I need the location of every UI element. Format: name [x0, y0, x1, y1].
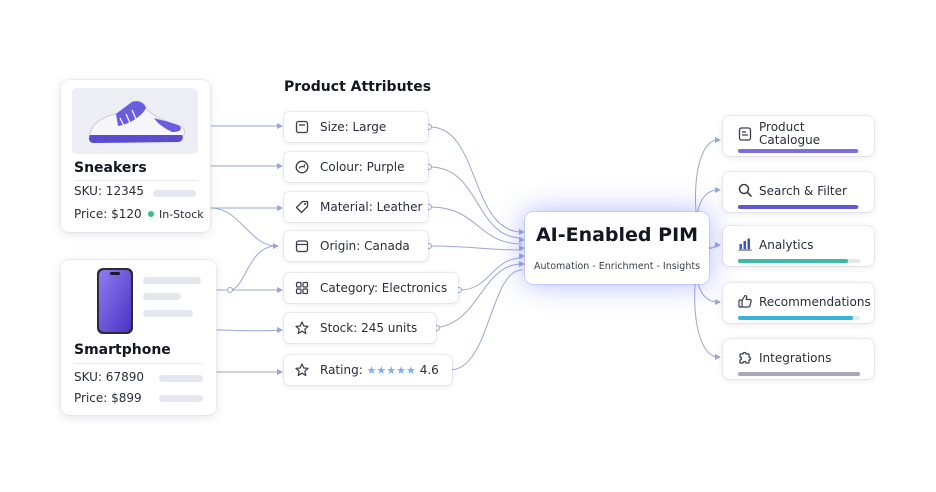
product-price: Price: $899 [74, 391, 142, 405]
bar-chart-icon [738, 238, 752, 251]
puzzle-icon [739, 351, 752, 364]
progress-track [738, 372, 860, 376]
rating-label: Rating: [320, 363, 363, 377]
attribute-stock[interactable]: Stock: 245 units [284, 313, 436, 343]
attribute-origin[interactable]: Origin: Canada [284, 231, 428, 261]
tag-icon [295, 200, 309, 214]
progress-track [738, 149, 860, 153]
attribute-label: Rating: ★★★★★ 4.6 [320, 363, 439, 377]
progress-track [738, 316, 860, 320]
placeholder-bar [143, 310, 193, 317]
attribute-size[interactable]: Size: Large [284, 112, 428, 142]
placeholder-bar [143, 277, 201, 284]
placeholder-bar [153, 190, 196, 197]
output-label: Analytics [759, 238, 814, 252]
product-sku: SKU: 67890 [74, 370, 144, 384]
progress-fill [738, 372, 860, 376]
progress-fill [738, 259, 848, 263]
placeholder-bar [143, 293, 181, 300]
calendar-icon [295, 240, 309, 253]
product-price: Price: $120 [74, 207, 142, 221]
star-outline-icon [295, 363, 309, 377]
output-recommendations[interactable]: Recommendations [723, 283, 874, 323]
attributes-title: Product Attributes [284, 79, 432, 95]
attribute-label: Size: Large [320, 120, 387, 134]
grid-icon [295, 281, 309, 295]
divider [74, 180, 198, 181]
attribute-colour[interactable]: Colour: Purple [284, 152, 428, 182]
output-label: Recommendations [759, 295, 871, 309]
attribute-label: Material: Leather [320, 200, 423, 214]
output-analytics[interactable]: Analytics [723, 226, 874, 266]
progress-fill [738, 149, 858, 153]
progress-track [738, 259, 860, 263]
output-label: Integrations [759, 351, 832, 365]
output-product-catalogue[interactable]: Product Catalogue [723, 116, 874, 156]
output-label: Search & Filter [759, 184, 847, 198]
placeholder-bar [159, 375, 203, 382]
progress-fill [738, 316, 853, 320]
in-stock-dot-icon [148, 211, 154, 217]
stock-label: In-Stock [159, 208, 204, 221]
palette-icon [295, 160, 309, 174]
attribute-rating[interactable]: Rating: ★★★★★ 4.6 [284, 355, 452, 385]
smartphone-image [97, 268, 133, 334]
search-icon [738, 183, 752, 197]
product-sku: SKU: 12345 [74, 184, 144, 198]
pim-hub[interactable]: AI-Enabled PIM Automation - Enrichment -… [525, 212, 709, 284]
stock-badge: In-Stock [148, 208, 204, 221]
output-label: Product Catalogue [759, 120, 821, 147]
product-name: Sneakers [74, 160, 147, 176]
sneaker-image [72, 88, 198, 154]
attribute-category[interactable]: Category: Electronics [284, 273, 458, 303]
output-search-filter[interactable]: Search & Filter [723, 172, 874, 212]
star-outline-icon [295, 321, 309, 335]
attribute-label: Colour: Purple [320, 160, 405, 174]
rating-value: 4.6 [419, 363, 439, 377]
progress-track [738, 205, 860, 209]
divider [74, 363, 204, 364]
output-integrations[interactable]: Integrations [723, 339, 874, 379]
attribute-label: Category: Electronics [320, 281, 448, 295]
attribute-material[interactable]: Material: Leather [284, 192, 428, 222]
progress-fill [738, 205, 858, 209]
thumbs-up-icon [738, 294, 752, 308]
catalogue-icon [738, 127, 752, 141]
pim-subtitle: Automation - Enrichment - Insights [533, 261, 701, 272]
pim-title: AI-Enabled PIM [535, 224, 699, 246]
product-name: Smartphone [74, 342, 171, 358]
product-card-sneakers[interactable]: Sneakers SKU: 12345 Price: $120 In-Stock [61, 80, 210, 232]
attribute-label: Origin: Canada [320, 239, 410, 253]
placeholder-bar [159, 395, 203, 402]
rating-stars-icon: ★★★★★ [366, 364, 416, 377]
product-card-smartphone[interactable]: Smartphone SKU: 67890 Price: $899 [61, 260, 216, 415]
attribute-label: Stock: 245 units [320, 321, 418, 335]
size-icon [295, 120, 309, 134]
